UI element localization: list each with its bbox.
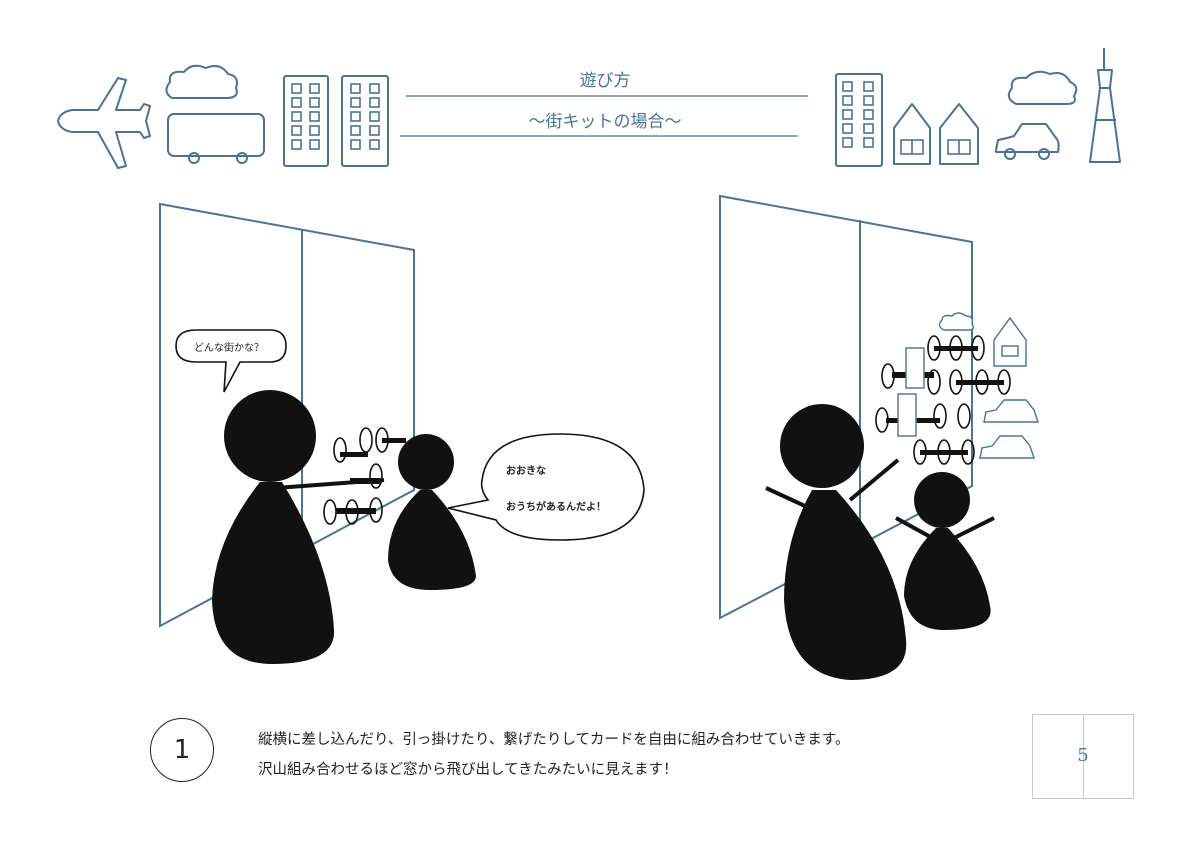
house-icon: [893, 103, 931, 165]
page-number: 5: [1077, 745, 1089, 766]
speech-text-adult: どんな街かな？: [194, 343, 264, 354]
cloud-icon: [1007, 70, 1078, 105]
airplane-icon: [57, 77, 151, 169]
child-arms-right: [895, 516, 995, 542]
building-icon: [341, 75, 389, 167]
window-left: [159, 202, 415, 628]
cloud-icon: [938, 312, 975, 331]
step-number: 1: [150, 718, 214, 782]
building-icon: [905, 347, 925, 389]
page-number-box: 5: [1032, 714, 1134, 799]
adult-arms-right: [765, 458, 900, 514]
speech-text-child-line2: おうちがあるんだよ！: [506, 502, 606, 513]
building-icon: [835, 73, 883, 167]
building-icon: [897, 393, 917, 437]
page-number-divider: [1083, 715, 1084, 798]
card-assembly-right: [875, 335, 1011, 465]
page-title: 遊び方: [579, 71, 631, 91]
speech-bubble-adult: [175, 329, 287, 393]
adult-figure-right: [780, 404, 907, 680]
car-icon: [983, 399, 1039, 423]
car-icon: [995, 123, 1060, 153]
building-icon: [283, 75, 329, 167]
speech-bubble-child: [447, 433, 645, 541]
child-figure: [388, 434, 476, 590]
house-icon: [939, 103, 979, 165]
step-description-line1: 縦横に差し込んだり、引っ掛けたり、繋げたりしてカードを自由に組み合わせていきます…: [258, 732, 850, 748]
child-figure-right: [904, 472, 991, 630]
bus-icon: [167, 113, 265, 157]
page-subtitle: 〜街キットの場合〜: [528, 112, 682, 132]
cloud-icon: [165, 64, 238, 99]
speech-text-child-line1: おおきな: [506, 466, 546, 477]
adult-figure: [212, 390, 335, 664]
house-icon: [993, 316, 1027, 367]
step-description-line2: 沢山組み合わせるほど窓から飛び出してきたみたいに見えます！: [258, 762, 678, 778]
tower-icon: [1089, 48, 1121, 163]
car-icon: [979, 435, 1035, 459]
